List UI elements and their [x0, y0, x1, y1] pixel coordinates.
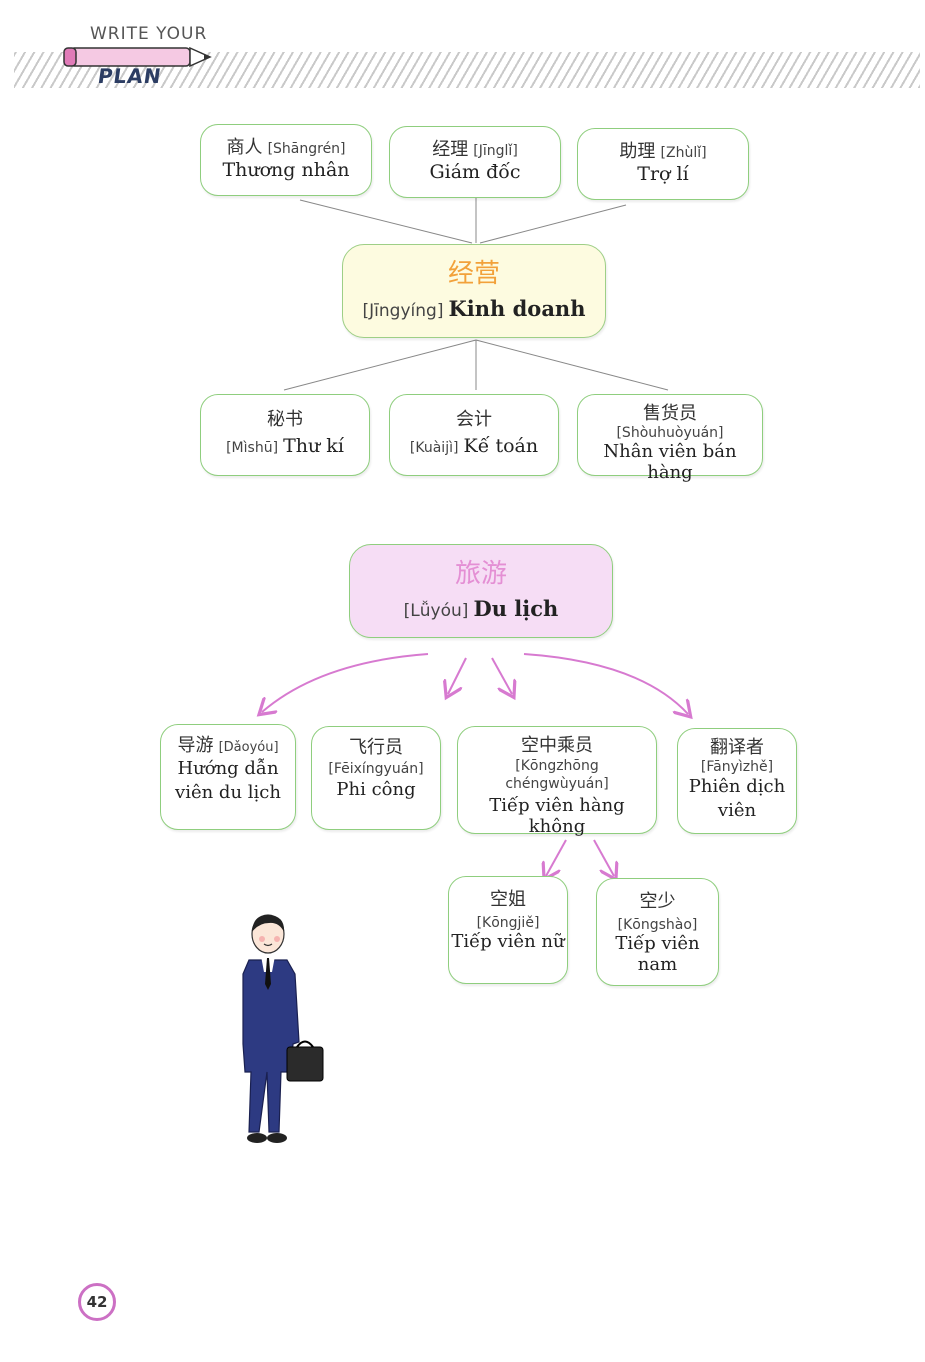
node-tro-li: 助理 [Zhùlǐ] Trợ lí — [577, 128, 749, 200]
node-tiep-vien-nam: 空少 [Kōngshào] Tiếp viên nam — [596, 878, 719, 986]
pinyin-text: [Fēixíngyuán] — [328, 761, 424, 777]
vi-text: Thư kí — [283, 435, 344, 457]
zh-title: 旅游 — [454, 559, 507, 589]
vi-text: Kế toán — [463, 435, 539, 457]
write-your-plan-logo: WRITE YOUR PLAN — [60, 20, 220, 90]
node-kinh-doanh: 经营 [Jīngyíng] Kinh doanh — [342, 244, 606, 338]
pinyin-text: [Lǚyóu] — [403, 601, 469, 621]
node-giam-doc: 经理 [Jīnglǐ] Giám đốc — [389, 126, 561, 198]
vi-text: Giám đốc — [429, 161, 521, 183]
zh-text: 售货员 — [643, 403, 697, 424]
zh-text: 空中乘员 — [521, 735, 593, 756]
zh-title: 经营 — [447, 259, 500, 289]
zh-text: 秘书 — [267, 409, 303, 430]
node-thu-ki: 秘书 [Mìshū] Thư kí — [200, 394, 370, 476]
vi-text: Tiếp viên nam — [615, 933, 700, 975]
node-nhan-vien-ban-hang: 售货员 [Shòuhuòyuán] Nhân viên bán hàng — [577, 394, 763, 483]
vi-text: Tiếp viên nữ — [451, 931, 565, 952]
node-phi-cong: 飞行员 [Fēixíngyuán] Phi công — [311, 726, 441, 830]
zh-text: 飞行员 — [349, 737, 403, 758]
logo-write-your: WRITE YOUR — [90, 24, 208, 44]
vi-text: Tiếp viên hàng không — [489, 795, 625, 837]
vi-text: Nhân viên bán hàng — [603, 441, 737, 483]
node-phien-dich-vien: 翻译者 [Fānyìzhě] Phiên dịch viên — [677, 728, 797, 834]
pinyin-text: [Kōngshào] — [617, 917, 698, 933]
vi-text: Thương nhân — [222, 159, 350, 181]
vi-text: Trợ lí — [637, 163, 689, 185]
node-tiep-vien-nu: 空姐 [Kōngjiě] Tiếp viên nữ — [448, 876, 568, 984]
node-huong-dan-vien: 导游 [Dǎoyóu] Hướng dẫn viên du lịch — [160, 724, 296, 830]
zh-text: 会计 — [456, 409, 492, 430]
node-ke-toan: 会计 [Kuàijì] Kế toán — [389, 394, 559, 476]
pinyin-text: [Kōngjiě] — [476, 915, 540, 931]
node-thuong-nhan: 商人 [Shāngrén] Thương nhân — [200, 124, 372, 196]
pinyin-text: [Shāngrén] — [267, 141, 346, 157]
zh-text: 助理 — [619, 141, 656, 162]
pinyin-text: [Jīnglǐ] — [473, 143, 518, 159]
pinyin-text: [Kuàijì] — [409, 440, 459, 456]
pinyin-text: [Mìshū] — [226, 440, 279, 456]
pinyin-text: [Dǎoyóu] — [218, 740, 279, 755]
zh-text: 经理 — [432, 139, 469, 160]
vi-text: Hướng dẫn viên du lịch — [175, 758, 281, 803]
page-number: 42 — [86, 1293, 108, 1311]
zh-text: 空少 — [639, 891, 676, 912]
node-du-lich: 旅游 [Lǚyóu] Du lịch — [349, 544, 613, 638]
zh-text: 空姐 — [490, 889, 526, 910]
vi-text: Phi công — [336, 779, 416, 800]
vi-text: Du lịch — [473, 596, 559, 621]
pinyin-text: [Jīngyíng] — [362, 301, 444, 321]
pinyin-text: [Kōngzhōng chéngwùyuán] — [505, 758, 609, 792]
pinyin-text: [Zhùlǐ] — [660, 145, 707, 161]
vi-text: Phiên dịch viên — [688, 776, 786, 821]
pinyin-text: [Fānyìzhě] — [700, 759, 774, 775]
businessman-illustration — [242, 914, 324, 1143]
zh-text: 翻译者 — [710, 737, 764, 758]
node-tiep-vien-hang-khong: 空中乘员 [Kōngzhōng chéngwùyuán] Tiếp viên h… — [457, 726, 657, 837]
zh-text: 导游 — [177, 735, 214, 756]
zh-text: 商人 — [226, 137, 263, 158]
vi-text: Kinh doanh — [448, 296, 586, 321]
pencil-icon — [63, 46, 212, 68]
pinyin-text: [Shòuhuòyuán] — [616, 425, 724, 441]
page-number-badge: 42 — [78, 1283, 116, 1321]
